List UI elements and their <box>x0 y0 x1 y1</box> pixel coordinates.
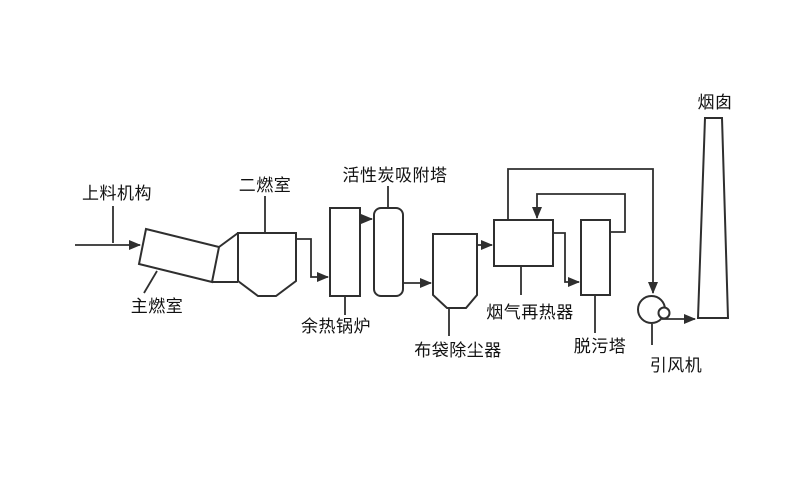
kiln-transition-top-line <box>218 232 239 248</box>
carbon-tower-shape <box>373 207 404 297</box>
waste-heat-boiler-shape <box>329 207 361 297</box>
bag-filter-shape <box>432 233 478 309</box>
reheater-shape <box>493 219 554 267</box>
duct-reheater-to-scrubber <box>553 232 580 287</box>
secondary-chamber-shape <box>237 232 297 297</box>
duct-scrubber-to-reheater <box>532 193 626 233</box>
duct-secondary-to-boiler <box>296 238 329 282</box>
label-bag-filter: 布袋除尘器 <box>414 341 502 361</box>
label-chimney: 烟囱 <box>698 93 733 113</box>
label-reheater: 烟气再热器 <box>486 303 574 323</box>
label-secondary-chamber: 二燃室 <box>239 176 292 196</box>
scrubber-shape <box>580 219 611 296</box>
label-scrubber: 脱污塔 <box>574 337 627 357</box>
label-carbon-tower: 活性炭吸附塔 <box>343 166 448 186</box>
primary-chamber-leader-line <box>143 270 158 294</box>
label-feeder: 上料机构 <box>82 184 152 204</box>
chimney-shape <box>696 117 730 319</box>
label-waste-heat-boiler: 余热锅炉 <box>301 317 371 337</box>
primary-chamber-shape <box>137 227 221 284</box>
duct-reheater-to-fan <box>507 168 658 294</box>
fan-outlet-notch <box>657 306 671 320</box>
label-fan: 引风机 <box>650 356 703 376</box>
label-primary-chamber: 主燃室 <box>131 297 184 317</box>
